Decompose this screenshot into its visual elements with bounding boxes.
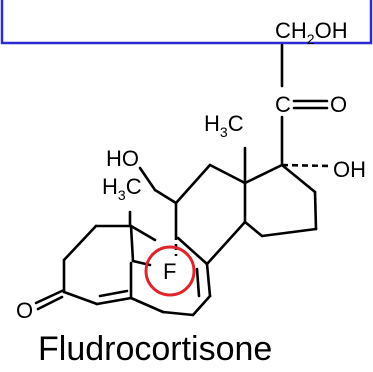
oh-17-label: OH [333,157,366,182]
ring-b [129,224,212,317]
substituent-bonds [138,43,331,256]
methyl-13-label: H3C [204,111,244,140]
ring-d [243,163,318,238]
ring-c [128,163,247,266]
ketone-group [34,288,66,311]
ch2oh-label: CH2OH [275,18,348,47]
fluorine-highlight-circle [144,245,196,297]
blue-frame [0,0,373,45]
ketone-o-label: O [16,298,33,323]
ho-11-label: HO [106,146,139,171]
ring-a [62,224,135,306]
methyl-10-label: H3C [102,174,142,203]
fluorine-label: F [163,259,176,284]
carbonyl-c-label: C [275,92,291,117]
compound-name-caption: Fludrocortisone [38,330,272,367]
carbonyl-o-label: O [330,92,347,117]
